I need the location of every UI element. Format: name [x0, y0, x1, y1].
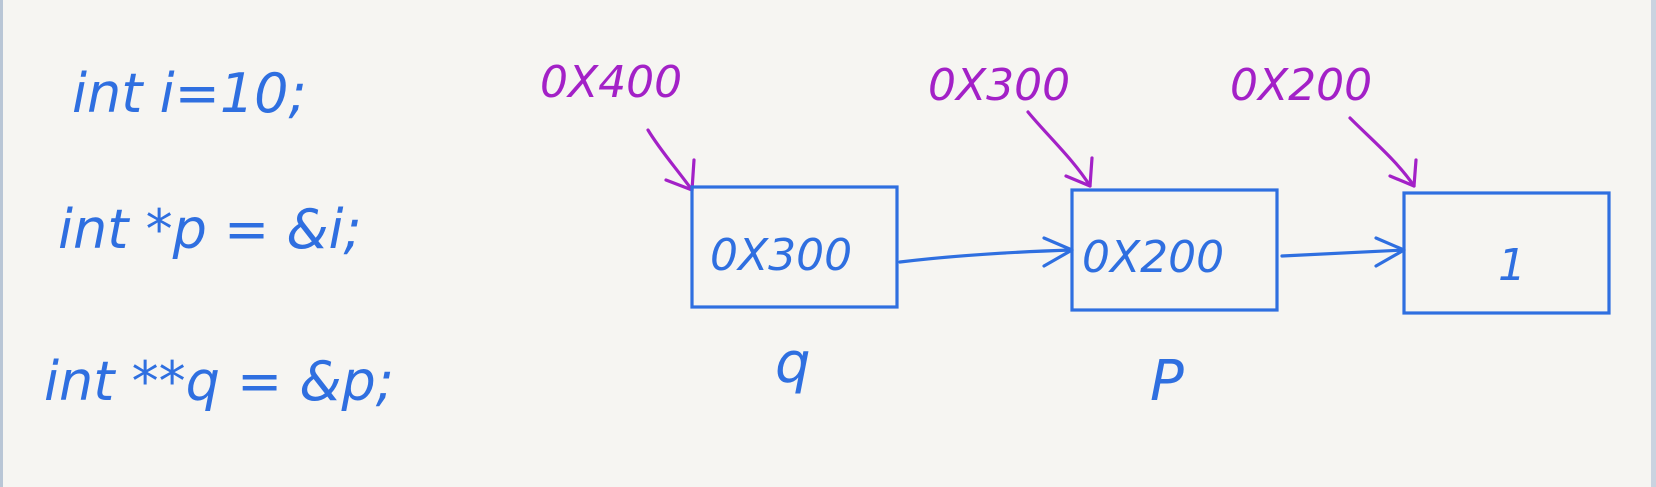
value-q: 0X300 [710, 230, 852, 281]
address-arrow-i [1348, 116, 1418, 188]
address-label-i: 0X200 [1230, 60, 1372, 111]
memory-box-q [690, 185, 899, 309]
variable-name-q: q [775, 331, 811, 396]
right-edge [1651, 0, 1656, 487]
left-edge [0, 0, 3, 487]
value-p: 0X200 [1082, 232, 1224, 283]
address-label-q: 0X400 [540, 57, 682, 108]
address-label-p: 0X300 [928, 60, 1070, 111]
address-arrow-q [646, 128, 696, 192]
value-i: 1 [1498, 240, 1526, 291]
address-arrow-p [1026, 110, 1094, 188]
code-line-int-p: int *p = &i; [58, 198, 362, 261]
pointer-arrow-p-to-i [1280, 236, 1406, 268]
code-line-int-i: int i=10; [72, 62, 307, 125]
memory-box-i [1402, 191, 1611, 315]
variable-name-p: P [1150, 349, 1184, 414]
pointer-arrow-q-to-p [898, 236, 1074, 268]
code-line-int-q: int **q = &p; [44, 350, 394, 413]
